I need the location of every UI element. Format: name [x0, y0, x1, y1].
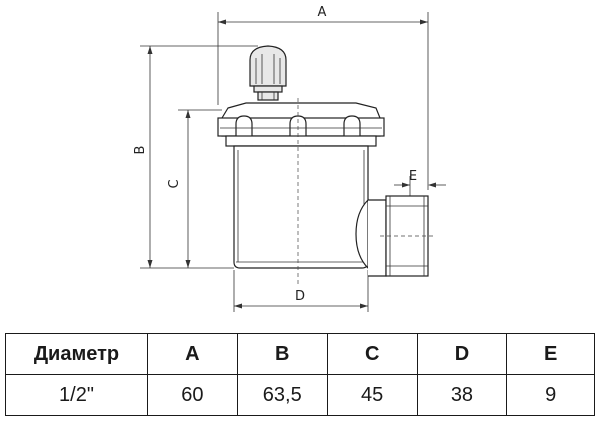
header-c: C	[326, 333, 418, 375]
header-d: D	[416, 333, 508, 375]
table-header-row: Диаметр A B C D E	[5, 333, 595, 375]
cell-a: 60	[146, 374, 238, 416]
dimension-d-label: D	[295, 289, 305, 304]
cell-d: 38	[416, 374, 508, 416]
cell-b: 63,5	[236, 374, 328, 416]
header-b: B	[236, 333, 328, 375]
vent-body	[233, 145, 369, 269]
vent-side-connection	[355, 195, 436, 277]
vent-cap	[249, 45, 287, 101]
dimension-e-label: E	[409, 169, 417, 184]
table-row: 1/2" 60 63,5 45 38 9	[5, 374, 595, 416]
header-diameter: Диаметр	[5, 333, 148, 375]
dimension-b: B	[133, 45, 258, 269]
dimension-a-label: A	[318, 5, 327, 20]
vent-cover	[217, 102, 385, 147]
cell-c: 45	[326, 374, 418, 416]
dimensions-table: Диаметр A B C D E 1/2" 60 63,5 45 38 9	[5, 333, 595, 416]
air-vent-technical-drawing: A B C D E	[133, 5, 446, 312]
header-e: E	[506, 333, 595, 375]
dimension-c-label: C	[167, 179, 182, 188]
dimension-b-label: B	[133, 146, 148, 155]
cell-e: 9	[506, 374, 595, 416]
dimension-a: A	[217, 5, 429, 190]
dimension-d: D	[233, 270, 369, 312]
header-a: A	[146, 333, 238, 375]
dimension-c: C	[167, 109, 222, 268]
cell-diameter: 1/2"	[5, 374, 148, 416]
